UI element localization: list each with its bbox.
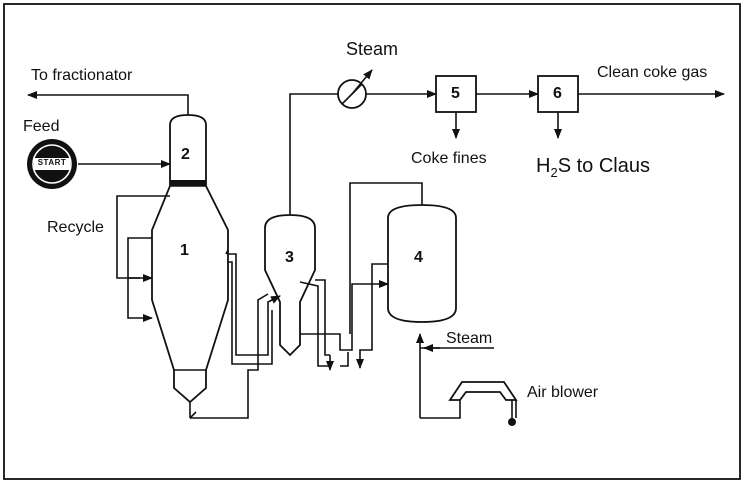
scrubber-section-2: [170, 180, 206, 186]
unit-number-6: 6: [553, 85, 562, 102]
h2s-text-rest: S to Claus: [557, 155, 650, 177]
gasifier-feed-lines: [416, 333, 517, 419]
h2s-subscript: 2: [550, 165, 558, 180]
air-blower-label: Air blower: [527, 384, 599, 401]
clean-coke-gas-label: Clean coke gas: [597, 64, 708, 81]
unit-number-2: 2: [181, 146, 190, 163]
start-label[interactable]: START: [37, 158, 67, 167]
recycle-label: Recycle: [47, 219, 104, 236]
heater-gasifier-connections: [299, 182, 423, 371]
reactor-vessel-1: [151, 114, 229, 404]
heater-overhead-line: [289, 93, 338, 215]
hot-coke-return-stub: [225, 249, 229, 255]
air-blower-icon[interactable]: [448, 381, 518, 426]
feed-start-badge[interactable]: [27, 139, 77, 189]
to-fractionator-line: [27, 91, 189, 115]
unit-number-3: 3: [285, 249, 294, 266]
to-fractionator-label: To fractionator: [31, 67, 133, 84]
heater-vessel-3: [264, 214, 316, 357]
steam-top-label: Steam: [346, 39, 399, 59]
coke-fines-label: Coke fines: [411, 150, 487, 167]
feed-label: Feed: [23, 118, 60, 135]
steam-bottom-label: Steam: [446, 330, 493, 347]
unit-number-5: 5: [451, 85, 460, 102]
recycle-lines: [116, 195, 170, 322]
coke-transfer-1-to-3: [189, 253, 281, 419]
diagram-border: [3, 3, 741, 480]
gasifier-vessel-4: [387, 204, 457, 323]
unit-number-1: 1: [180, 242, 189, 259]
h2s-text-main: H: [536, 155, 551, 177]
unit-number-4: 4: [414, 249, 423, 266]
h2s-label: H2S to Claus: [536, 155, 650, 180]
steam-generator-exchanger: [337, 69, 373, 109]
